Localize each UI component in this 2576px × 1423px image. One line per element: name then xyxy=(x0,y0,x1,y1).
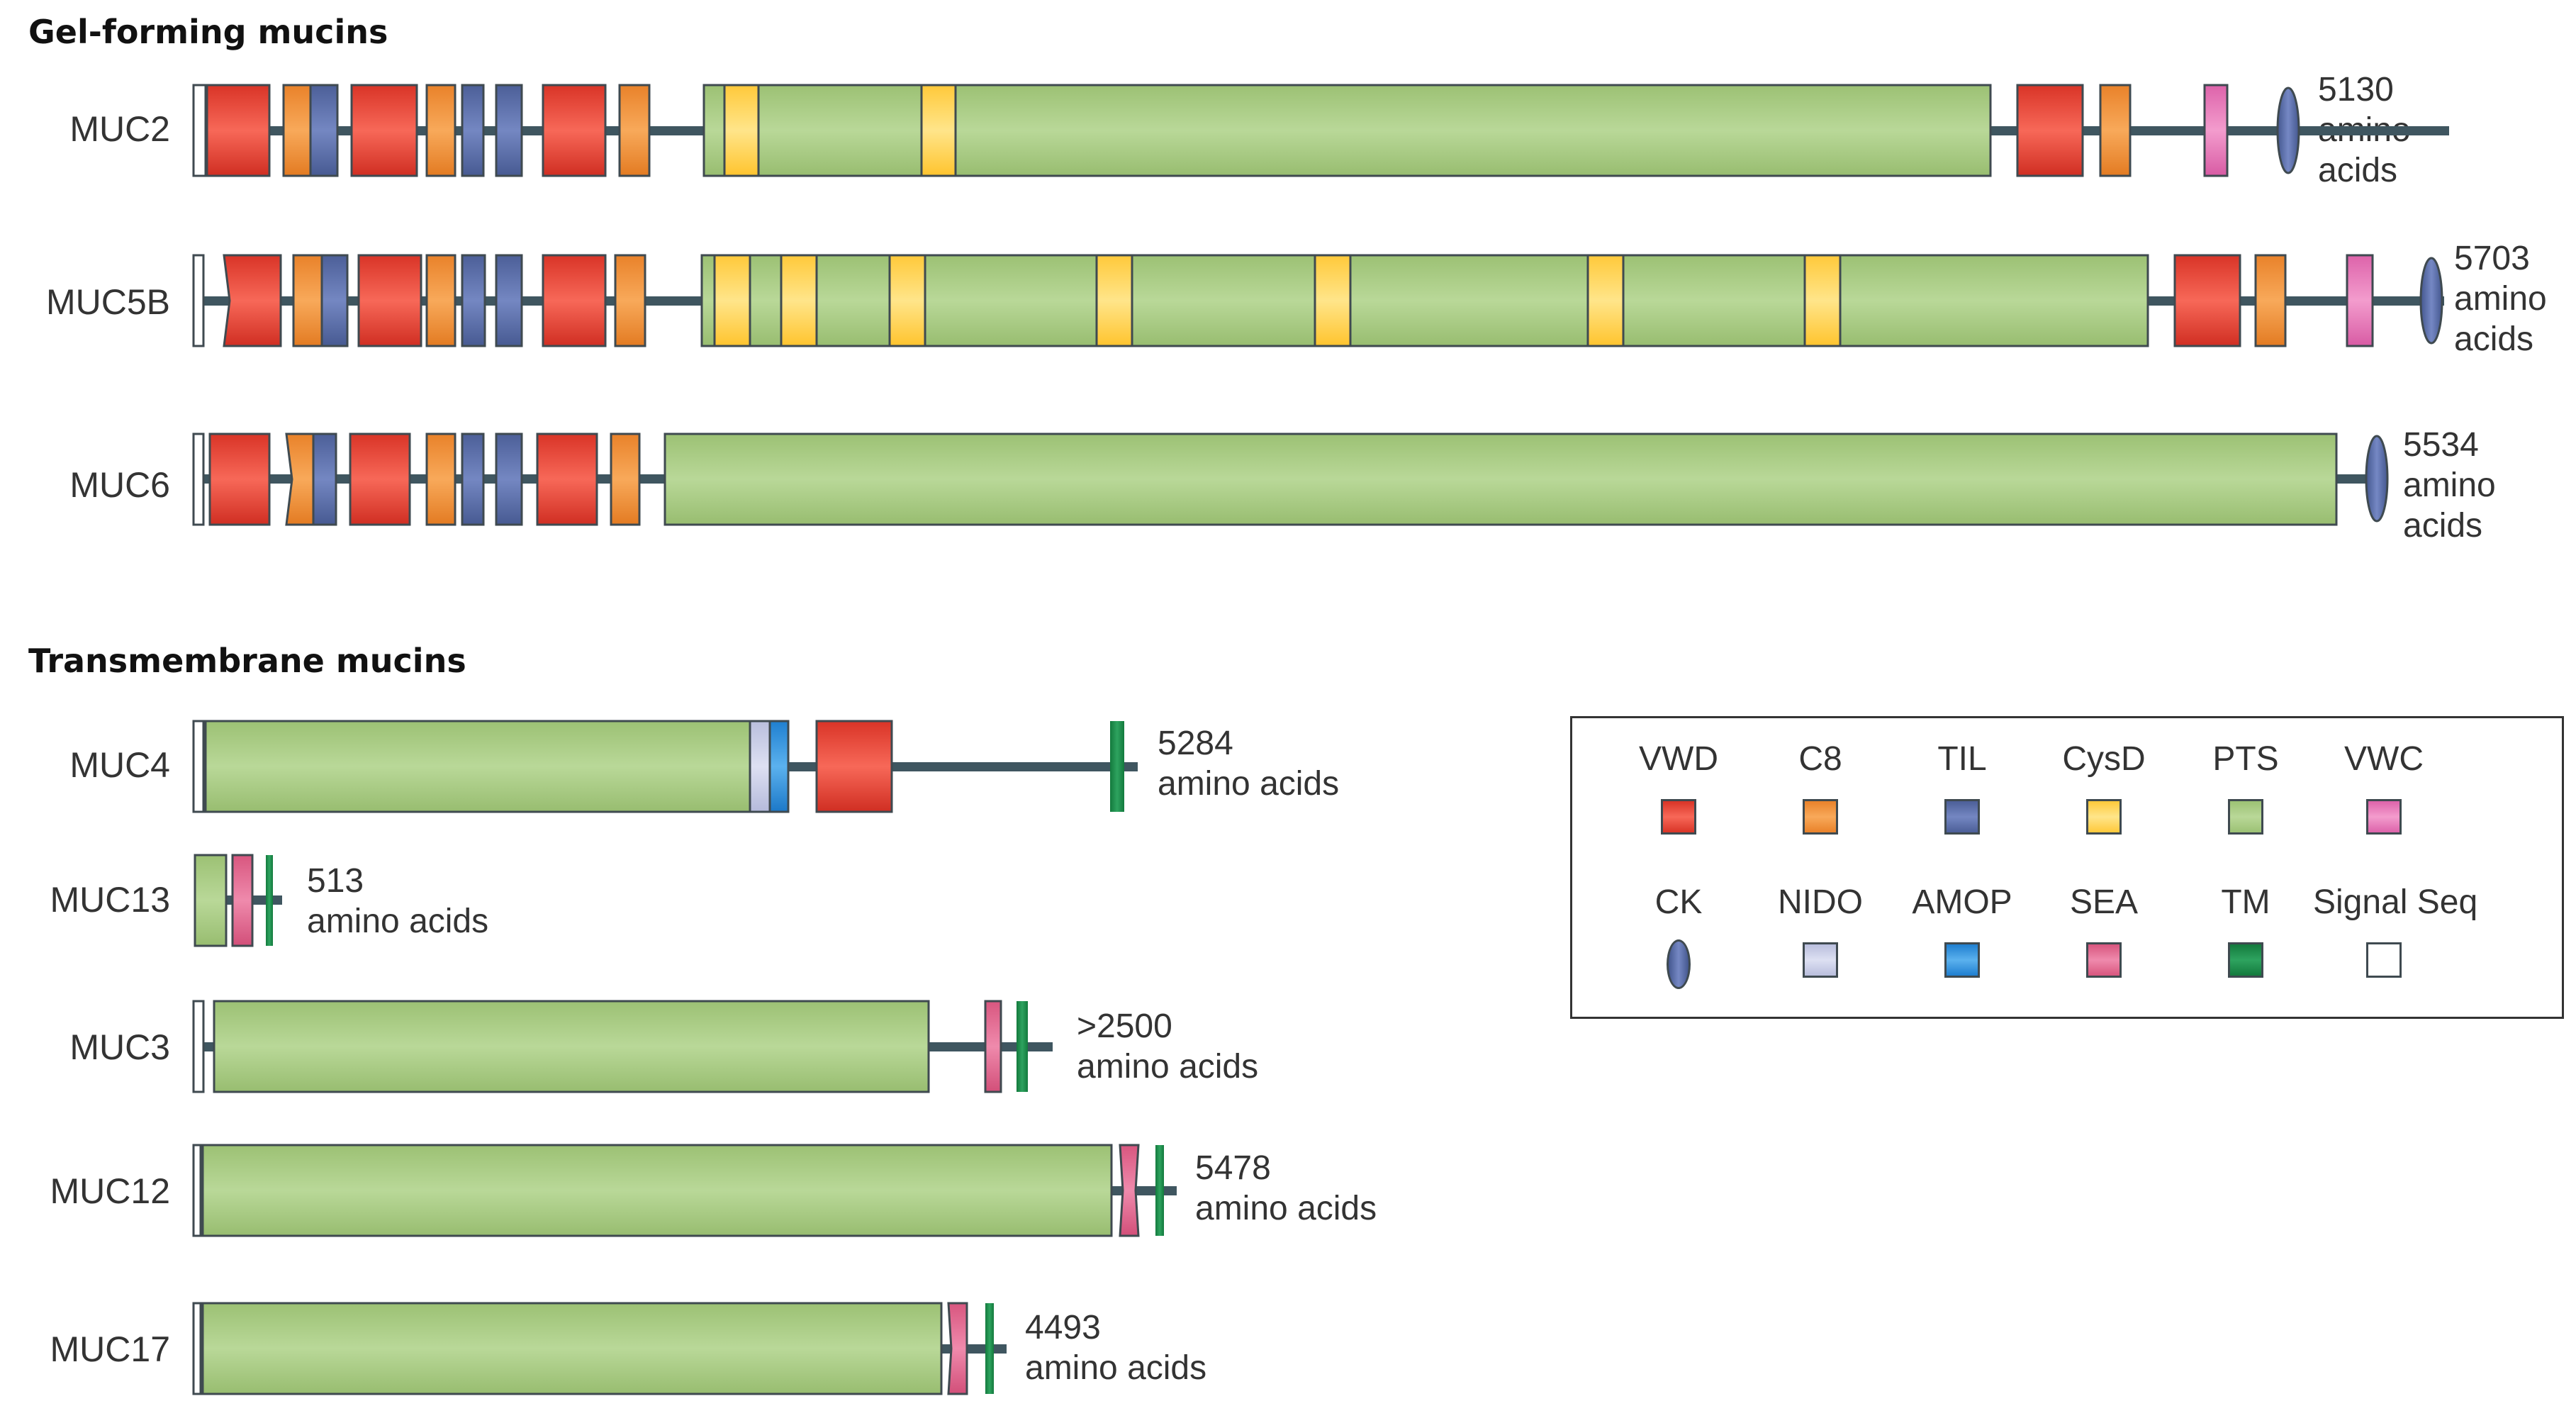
legend-item-vwc: VWC xyxy=(2313,740,2455,835)
track-muc4 xyxy=(192,720,1138,813)
legend-swatch-ck xyxy=(1667,939,1691,989)
legend-label: PTS xyxy=(2212,740,2279,778)
track-muc13 xyxy=(194,854,282,947)
legend-swatch-tm xyxy=(2228,942,2263,978)
label-muc3: MUC3 xyxy=(69,1027,170,1067)
label-muc13: MUC13 xyxy=(50,880,170,920)
legend-swatch-til xyxy=(1944,799,1980,835)
legend-item-vwd: VWD xyxy=(1608,740,1749,835)
track-muc12 xyxy=(192,1144,1177,1237)
legend-swatch-signalseq xyxy=(2366,942,2402,978)
section-title-gel-forming: Gel-forming mucins xyxy=(28,13,388,51)
track-muc17 xyxy=(192,1302,1007,1395)
legend-label: VWC xyxy=(2344,740,2424,778)
legend-label: TM xyxy=(2221,883,2270,921)
legend-item-c8: C8 xyxy=(1749,740,1891,835)
legend-item-til: TIL xyxy=(1891,740,2033,835)
legend-label: TIL xyxy=(1937,740,1987,778)
legend-label: VWD xyxy=(1639,740,1718,778)
legend-item-cysd: CysD xyxy=(2033,740,2175,835)
legend-swatch-sea xyxy=(2086,942,2122,978)
label-muc12: MUC12 xyxy=(50,1171,170,1211)
legend-label: SEA xyxy=(2069,883,2139,921)
legend-swatch-cysd xyxy=(2086,799,2122,835)
legend-label: C8 xyxy=(1798,740,1842,778)
legend-label: AMOP xyxy=(1912,883,2012,921)
legend-label: Signal Seq xyxy=(2313,883,2478,921)
track-muc2 xyxy=(192,84,2449,177)
legend-item-amop: AMOP xyxy=(1891,883,2033,978)
legend-label: NIDO xyxy=(1778,883,1863,921)
legend-label: CK xyxy=(1654,883,1703,921)
track-muc6 xyxy=(192,433,2389,526)
section-title-transmembrane: Transmembrane mucins xyxy=(28,642,466,680)
track-muc3 xyxy=(192,1000,1053,1093)
legend: VWD C8 TIL CysD PTS VWC CK NIDO AMOP SEA TM Signal … xyxy=(1570,716,2564,1019)
label-muc5b: MUC5B xyxy=(45,282,170,322)
label-muc6: MUC6 xyxy=(69,465,170,505)
legend-item-nido: NIDO xyxy=(1749,883,1891,978)
legend-swatch-c8 xyxy=(1803,799,1838,835)
legend-swatch-pts xyxy=(2228,799,2263,835)
label-muc17: MUC17 xyxy=(50,1329,170,1369)
legend-swatch-vwd xyxy=(1661,799,1696,835)
legend-item-ck: CK xyxy=(1608,883,1749,989)
legend-item-pts: PTS xyxy=(2175,740,2317,835)
legend-swatch-nido xyxy=(1803,942,1838,978)
legend-swatch-vwc xyxy=(2366,799,2402,835)
legend-item-signalseq: Signal Seq xyxy=(2313,883,2478,978)
label-muc4: MUC4 xyxy=(69,745,170,785)
legend-item-tm: TM xyxy=(2175,883,2317,978)
track-muc5b xyxy=(192,254,2444,347)
legend-item-sea: SEA xyxy=(2033,883,2175,978)
legend-label: CysD xyxy=(2062,740,2146,778)
label-muc2: MUC2 xyxy=(69,109,170,149)
legend-swatch-amop xyxy=(1944,942,1980,978)
